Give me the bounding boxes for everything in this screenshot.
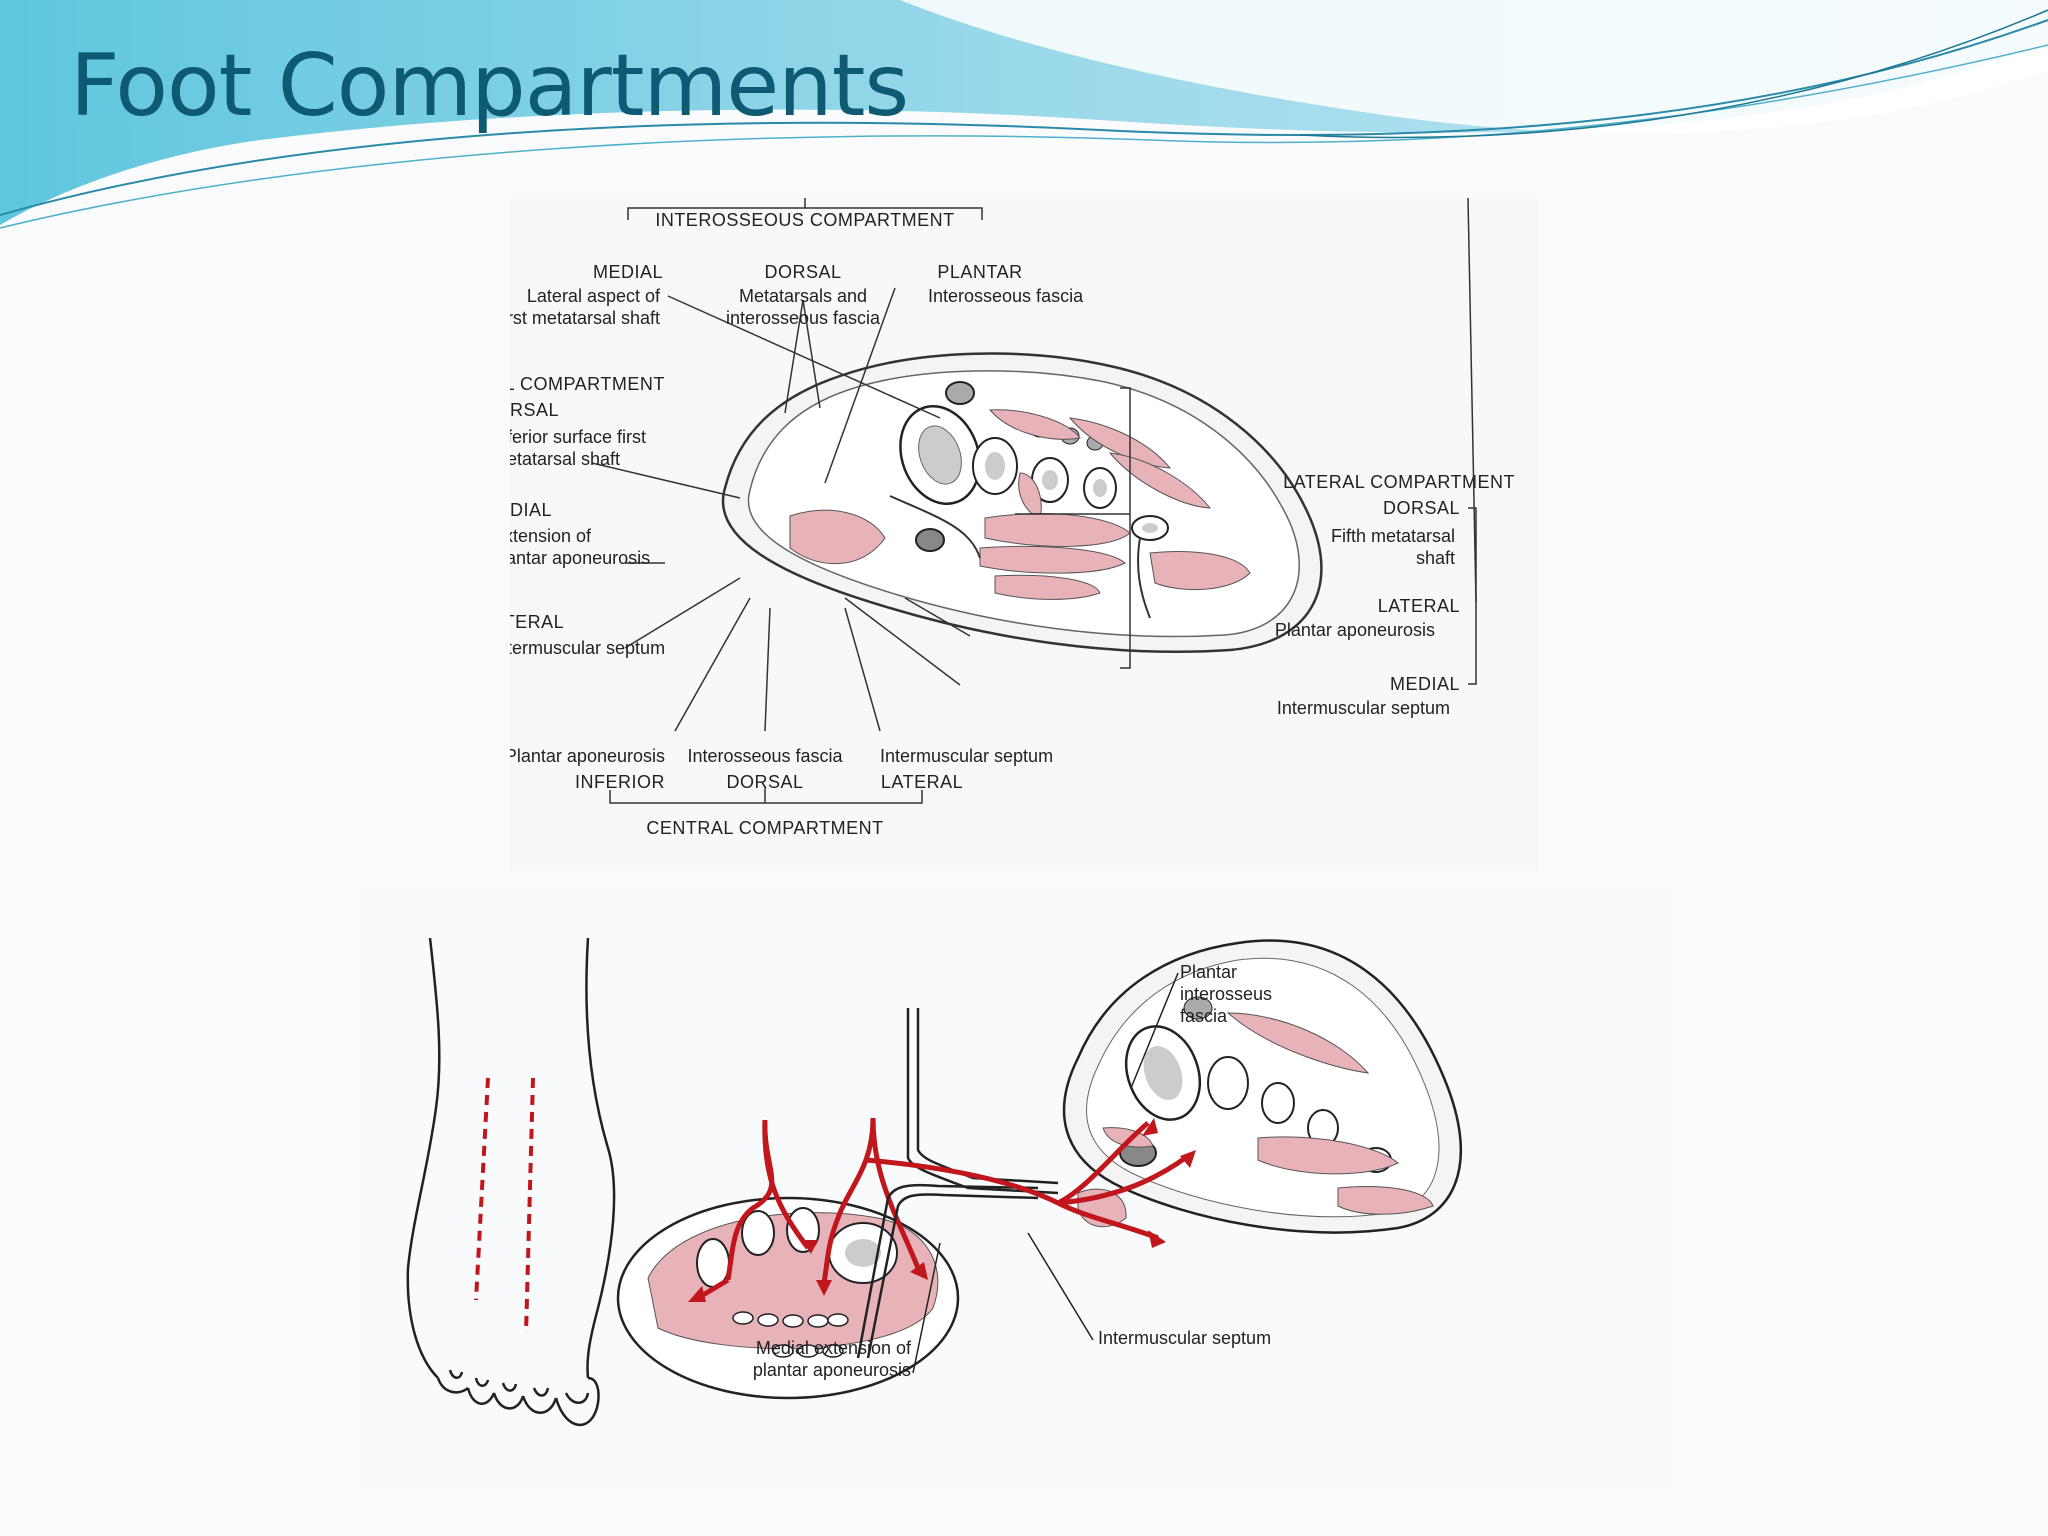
lateral-compartment-lateral: LATERAL bbox=[1378, 596, 1460, 616]
interosseous-medial-desc-1: Lateral aspect of bbox=[527, 286, 661, 306]
intermuscular-septum-label: Intermuscular septum bbox=[1098, 1328, 1271, 1348]
interosseous-compartment-title: INTEROSSEOUS COMPARTMENT bbox=[655, 210, 954, 230]
interosseous-plantar-label: PLANTAR bbox=[937, 262, 1022, 282]
interosseous-medial-desc-2: first metatarsal shaft bbox=[510, 308, 660, 328]
medial-compartment-medial-desc-2: plantar aponeurosis bbox=[510, 548, 650, 568]
interosseous-dorsal-desc-2: interosseous fascia bbox=[726, 308, 881, 328]
lateral-compartment-title: LATERAL COMPARTMENT bbox=[1283, 472, 1515, 492]
medial-extension-label-1: Medial extension of bbox=[756, 1338, 912, 1358]
medial-compartment-dorsal-desc-1: Inferior surface first bbox=[510, 427, 646, 447]
interosseous-dorsal-label: DORSAL bbox=[764, 262, 841, 282]
medial-compartment-medial: MEDIAL bbox=[510, 500, 552, 520]
plantar-interosseus-label-3: fascia bbox=[1180, 1006, 1228, 1026]
central-dorsal-desc: Interosseous fascia bbox=[687, 746, 843, 766]
lateral-compartment-lateral-desc: Plantar aponeurosis bbox=[1275, 620, 1435, 640]
interosseous-plantar-desc: Interosseous fascia bbox=[928, 286, 1084, 306]
incision-line-1 bbox=[474, 1077, 490, 1301]
slide-title: Foot Compartments bbox=[70, 36, 909, 136]
medial-compartment-lateral: LATERAL bbox=[510, 612, 564, 632]
bottom-diagram-panel: Plantar interosseus fascia Medial extens… bbox=[358, 888, 1672, 1488]
central-compartment-title: CENTRAL COMPARTMENT bbox=[646, 818, 883, 838]
medial-compartment-medial-desc-1: Extension of bbox=[510, 526, 592, 546]
medial-compartment-dorsal: DORSAL bbox=[510, 400, 559, 420]
interosseous-medial-label: MEDIAL bbox=[593, 262, 663, 282]
fasciotomy-diagram: Plantar interosseus fascia Medial extens… bbox=[406, 937, 1462, 1427]
central-inferior-label: INFERIOR bbox=[575, 772, 665, 792]
plantar-interosseus-label-2: interosseus bbox=[1180, 984, 1272, 1004]
incision-line-2 bbox=[524, 1077, 535, 1334]
central-lateral-desc: Intermuscular septum bbox=[880, 746, 1053, 766]
right-cross-section bbox=[856, 939, 1462, 1374]
medial-compartment-lateral-desc: Intermuscular septum bbox=[510, 638, 665, 658]
medial-compartment-dorsal-desc-2: metatarsal shaft bbox=[510, 449, 620, 469]
lateral-compartment-dorsal-desc-2: shaft bbox=[1416, 548, 1455, 568]
lateral-compartment-dorsal-desc-1: Fifth metatarsal bbox=[1331, 526, 1455, 546]
medial-extension-label-2: plantar aponeurosis bbox=[753, 1360, 911, 1380]
central-dorsal-label: DORSAL bbox=[726, 772, 803, 792]
decompression-arrows bbox=[865, 1121, 1190, 1241]
lateral-compartment-medial-desc: Intermuscular septum bbox=[1277, 698, 1450, 718]
foot-cross-section-diagram: INTEROSSEOUS COMPARTMENT MEDIAL Lateral … bbox=[445, 196, 1515, 838]
plantar-interosseus-label-1: Plantar bbox=[1180, 962, 1237, 982]
sesamoid bbox=[945, 381, 975, 405]
central-lateral-label: LATERAL bbox=[881, 772, 963, 792]
foot-drawing bbox=[406, 937, 616, 1427]
lateral-compartment-dorsal: DORSAL bbox=[1383, 498, 1460, 518]
header-banner bbox=[0, 0, 2048, 229]
interosseous-dorsal-desc-1: Metatarsals and bbox=[739, 286, 867, 306]
medial-compartment-title: MEDIAL COMPARTMENT bbox=[510, 374, 665, 394]
central-inferior-desc: Plantar aponeurosis bbox=[510, 746, 665, 766]
top-diagram-panel: INTEROSSEOUS COMPARTMENT MEDIAL Lateral … bbox=[445, 196, 1538, 870]
lateral-compartment-medial: MEDIAL bbox=[1390, 674, 1460, 694]
